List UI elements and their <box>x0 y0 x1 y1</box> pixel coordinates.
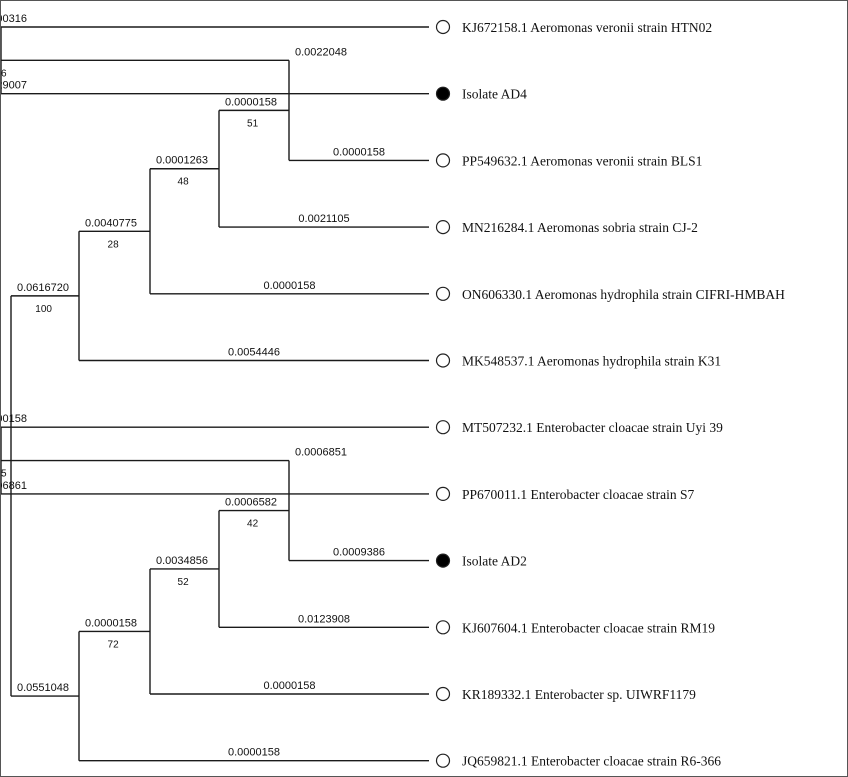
isolate-marker-filled-circle <box>435 553 451 568</box>
isolate-marker-filled-circle <box>435 86 451 101</box>
taxon-label: MK548537.1 Aeromonas hydrophila strain K… <box>462 354 721 369</box>
taxon-label: JQ659821.1 Enterobacter cloacae strain R… <box>462 754 721 769</box>
branch-length-label: 0.0029007 <box>1 80 27 92</box>
taxon-label: MT507232.1 Enterobacter cloacae strain U… <box>462 420 723 435</box>
branch-length-label: 0.0001263 <box>156 155 208 167</box>
taxon-label: KR189332.1 Enterobacter sp. UIWRF1179 <box>462 687 696 702</box>
branch-length-label: 0.0000316 <box>1 13 27 25</box>
reference-marker-open-circle <box>435 220 451 235</box>
taxon-label: PP670011.1 Enterobacter cloacae strain S… <box>462 487 695 502</box>
reference-marker-open-circle <box>435 753 451 768</box>
reference-marker-open-circle <box>435 686 451 702</box>
taxon-label: ON606330.1 Aeromonas hydrophila strain C… <box>462 287 785 302</box>
branch-length-label: 0.0123908 <box>298 613 350 625</box>
taxon-label: PP549632.1 Aeromonas veronii strain BLS1 <box>462 153 702 168</box>
bootstrap-label: 100 <box>35 304 52 315</box>
bootstrap-label: 48 <box>178 177 190 188</box>
bootstrap-label: 65 <box>1 469 7 480</box>
branch-length-label: 0.0000158 <box>1 413 27 425</box>
branch-length-label: 0.0551048 <box>17 682 69 694</box>
reference-marker-open-circle <box>435 286 451 301</box>
taxon-label: Isolate AD4 <box>462 87 527 102</box>
bootstrap-label: 42 <box>247 519 259 530</box>
taxon-label: Isolate AD2 <box>462 554 527 569</box>
reference-marker-open-circle <box>435 353 451 368</box>
bootstrap-label: 51 <box>247 118 259 129</box>
branch-length-label: 0.0000158 <box>264 280 316 292</box>
branch-length-label: 0.0034856 <box>156 555 208 567</box>
reference-marker-open-circle <box>435 19 451 35</box>
branch-length-label: 0.0000158 <box>225 96 277 108</box>
branch-length-label: 0.0000158 <box>228 747 280 759</box>
branch-length-label: 0.0000158 <box>264 680 316 692</box>
reference-marker-open-circle <box>435 153 451 168</box>
branch-length-label: 0.0054446 <box>228 347 280 359</box>
branch-length-label: 0.0022048 <box>295 46 347 58</box>
taxon-label: MN216284.1 Aeromonas sobria strain CJ-2 <box>462 220 698 235</box>
taxon-label: KJ672158.1 Aeromonas veronii strain HTN0… <box>462 20 712 35</box>
bootstrap-label: 76 <box>1 68 7 79</box>
branch-length-label: 0.0009386 <box>333 547 385 559</box>
reference-marker-open-circle <box>435 486 451 501</box>
branch-length-label: 0.0006582 <box>225 497 277 509</box>
branch-length-label: 0.0040775 <box>85 217 137 229</box>
reference-marker-open-circle <box>435 420 451 435</box>
branch-length-label: 0.0616720 <box>17 282 69 294</box>
branch-length-label: 0.0006861 <box>1 480 27 492</box>
bootstrap-label: 72 <box>108 639 120 650</box>
branch-length-label: 0.0006851 <box>295 447 347 459</box>
taxon-label: KJ607604.1 Enterobacter cloacae strain R… <box>462 620 715 635</box>
bootstrap-label: 28 <box>108 239 120 250</box>
bootstrap-label: 52 <box>178 577 190 588</box>
reference-marker-open-circle <box>435 620 451 635</box>
branch-length-label: 0.0021105 <box>298 213 349 225</box>
branch-length-label: 0.0000158 <box>85 617 137 629</box>
branch-length-label: 0.0000158 <box>333 146 385 158</box>
